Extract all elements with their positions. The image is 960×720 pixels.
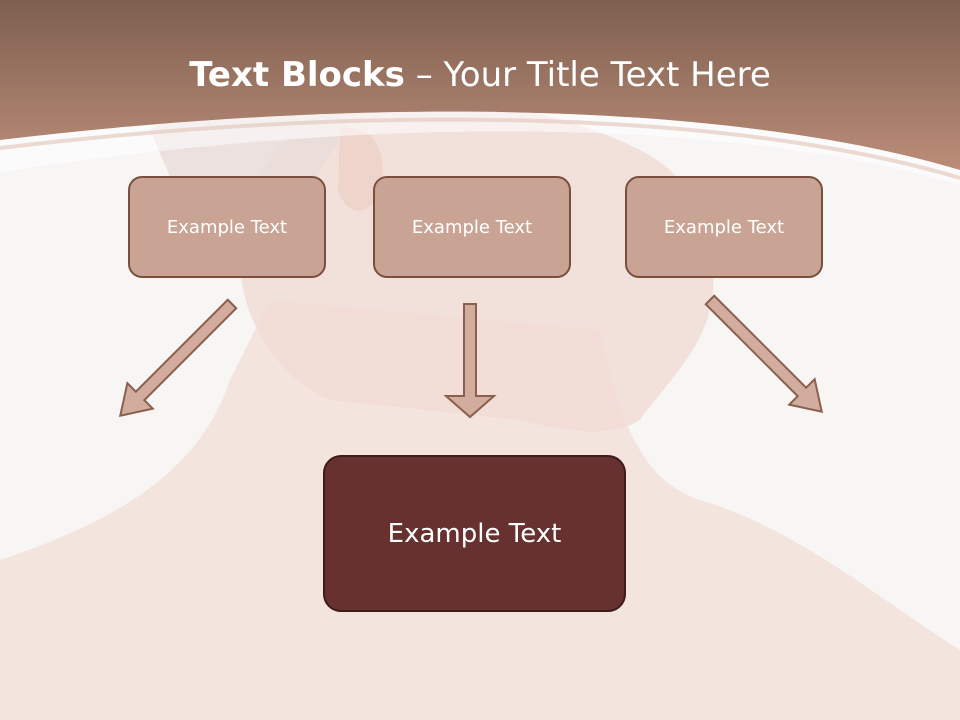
page-title: Text Blocks – Your Title Text Here (0, 52, 960, 98)
title-separator: – (404, 55, 444, 95)
header-curve-highlight (0, 111, 960, 185)
title-rest: Your Title Text Here (443, 55, 771, 95)
header-band (0, 0, 960, 170)
text-block-result: Example Text (323, 455, 626, 612)
text-block-3: Example Text (625, 176, 823, 278)
text-block-2: Example Text (373, 176, 571, 278)
text-block-1: Example Text (128, 176, 326, 278)
portrait-ear (338, 128, 383, 211)
title-bold: Text Blocks (189, 55, 405, 95)
header-curve-line (0, 117, 960, 180)
